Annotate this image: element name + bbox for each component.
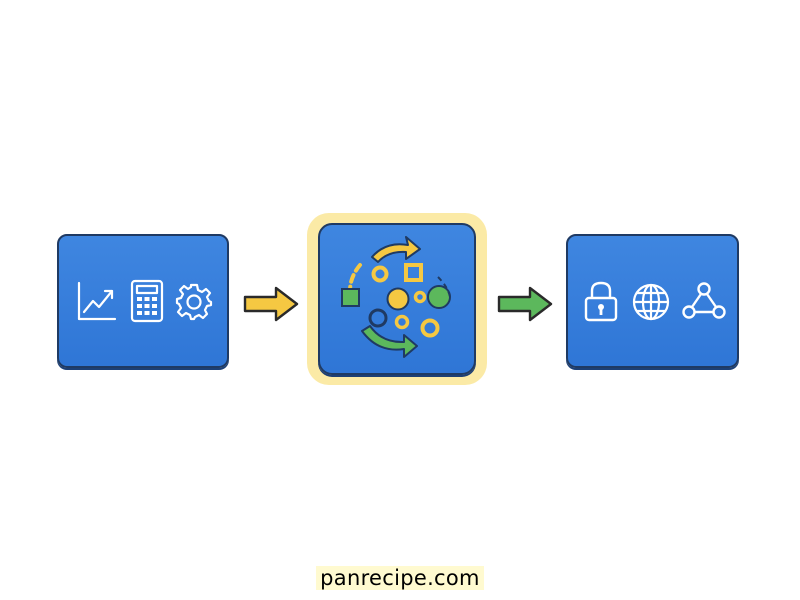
- calculator-icon: [130, 279, 164, 323]
- square-shape-icon: [341, 288, 360, 307]
- network-nodes-icon: [682, 282, 726, 319]
- padlock-icon: [584, 281, 618, 322]
- process-stage-box: [318, 223, 476, 375]
- circle-shape-icon: [386, 287, 410, 311]
- output-stage-box: [566, 234, 739, 368]
- watermark-text: panrecipe.com: [316, 566, 484, 590]
- gear-icon: [175, 283, 213, 321]
- globe-icon: [632, 283, 670, 321]
- input-stage-box: [57, 234, 229, 368]
- footer-watermark: panrecipe.com: [0, 566, 800, 590]
- process-cycle-icon: [341, 236, 451, 358]
- line-chart-icon: [77, 281, 117, 321]
- connector-arrow-yellow: [243, 286, 299, 322]
- connector-arrow-green: [497, 286, 553, 322]
- cycle-arrow-green-icon: [361, 325, 418, 358]
- cycle-arrow-yellow-icon: [371, 236, 421, 263]
